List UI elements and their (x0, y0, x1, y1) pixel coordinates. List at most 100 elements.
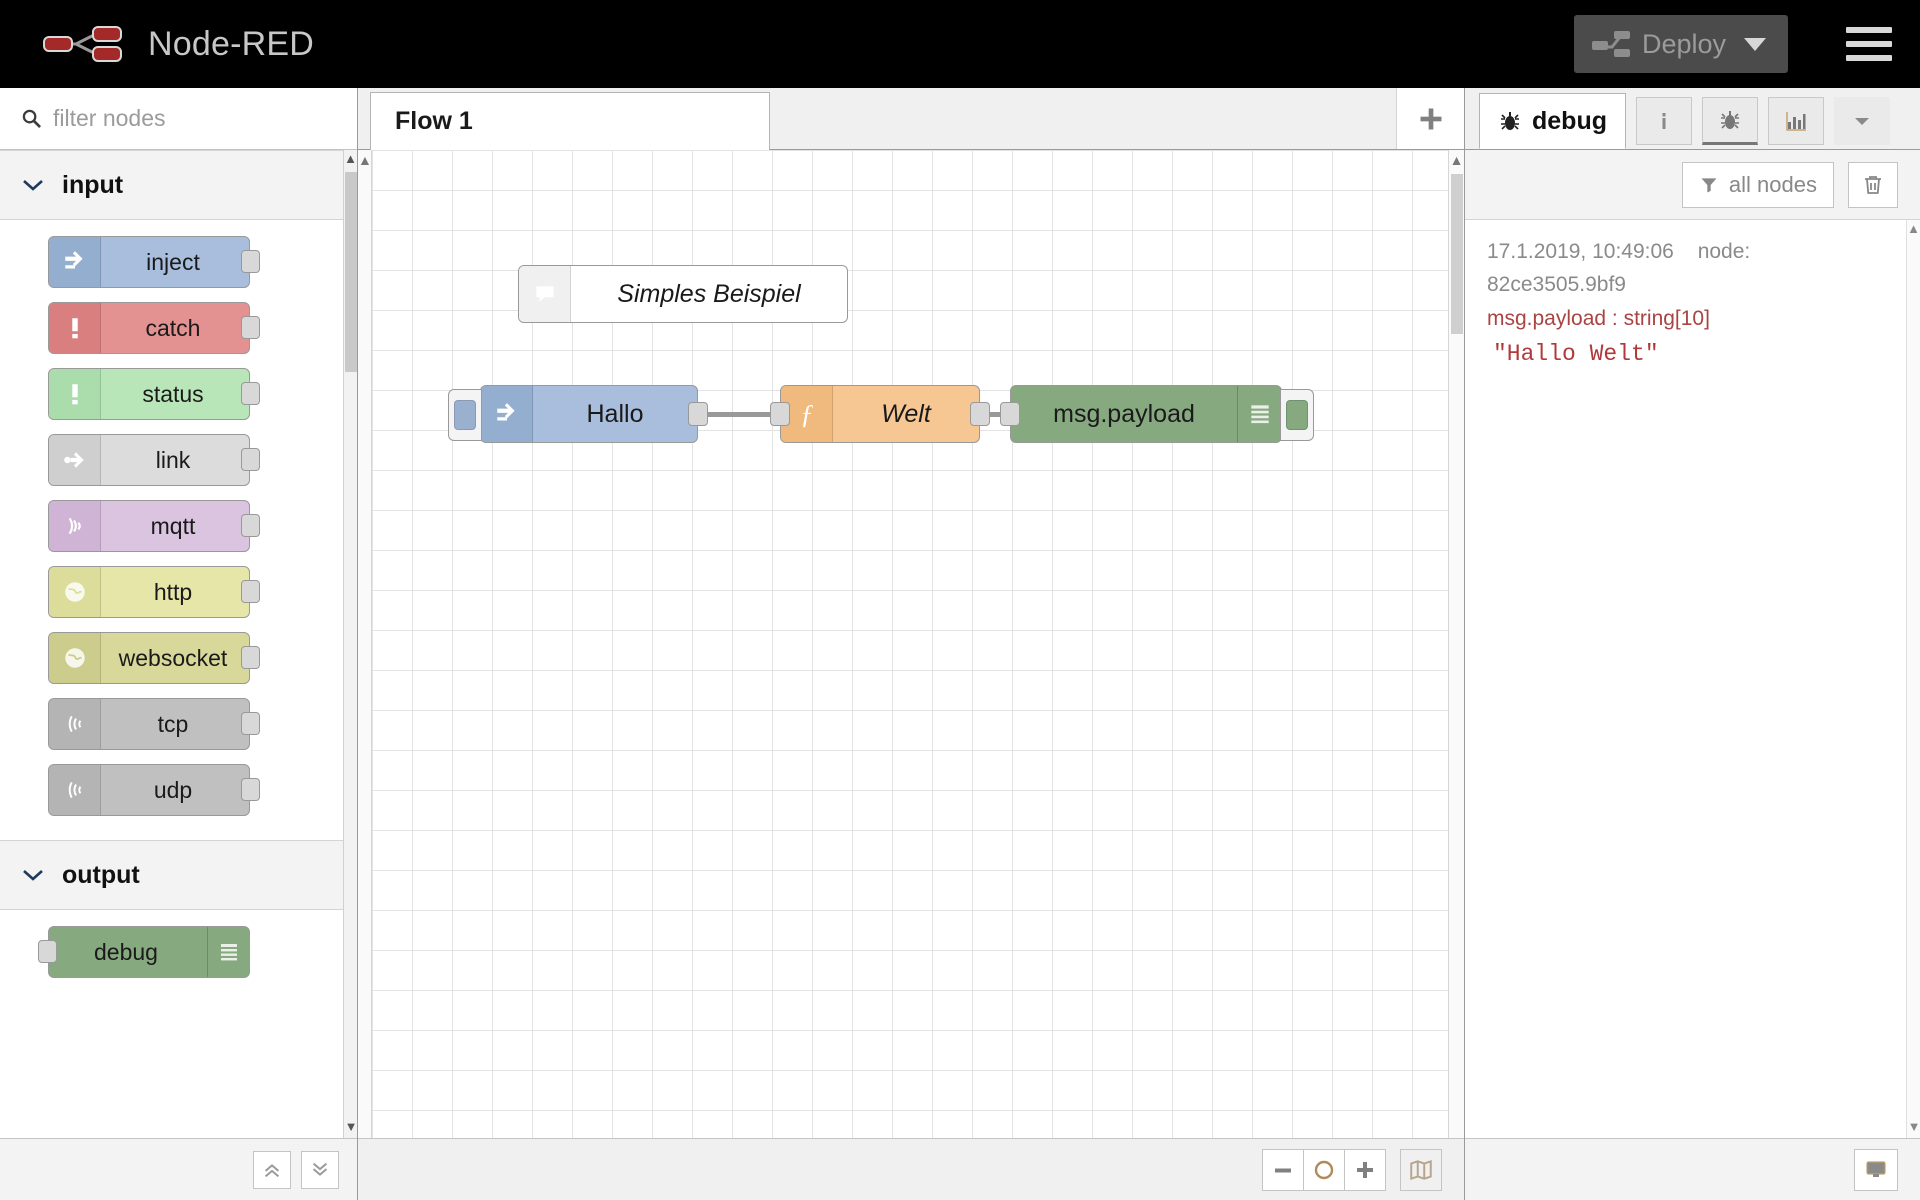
chart-tab-button[interactable] (1768, 97, 1824, 145)
svg-text:ƒ: ƒ (800, 399, 814, 429)
plus-icon (1357, 1161, 1373, 1178)
debug-toolbar: all nodes (1465, 150, 1920, 220)
flow-node-label: Simples Beispiel (617, 279, 801, 308)
wire[interactable] (698, 412, 782, 417)
palette-node-label: link (155, 446, 191, 473)
caret-down-icon (1855, 118, 1869, 125)
zoom-reset-button[interactable] (1303, 1148, 1345, 1191)
output-port[interactable] (241, 316, 260, 339)
palette-node-label: mqtt (150, 512, 196, 539)
palette-node-tcp[interactable]: tcp (48, 698, 260, 750)
scrollbar-thumb[interactable] (1451, 174, 1463, 334)
palette-node-catch[interactable]: catch (48, 302, 260, 354)
tab-flow-1[interactable]: Flow 1 (370, 92, 770, 151)
palette-scrollbar[interactable]: ▲ ▼ (343, 150, 357, 1138)
output-port[interactable] (241, 712, 260, 735)
output-port[interactable] (241, 646, 260, 669)
bug-icon (1501, 112, 1519, 130)
debug-message-meta: 17.1.2019, 10:49:06 node: 82ce3505.9bf9 (1487, 236, 1898, 301)
inject-trigger-button[interactable] (448, 389, 482, 441)
more-tabs-button[interactable] (1834, 97, 1890, 145)
chevron-up-icon[interactable]: ▲ (344, 151, 357, 166)
input-port[interactable] (1000, 402, 1020, 426)
palette-node-status[interactable]: status (48, 368, 260, 420)
palette-node-label: websocket (118, 644, 228, 671)
flow-node-comment[interactable]: Simples Beispiel (518, 265, 848, 323)
tab-debug[interactable]: debug (1479, 93, 1626, 149)
output-port[interactable] (241, 382, 260, 405)
info-tab-button[interactable] (1636, 97, 1692, 145)
scrollbar-thumb[interactable] (345, 172, 357, 372)
deploy-label: Deploy (1641, 28, 1726, 59)
link-arrow-icon (49, 435, 101, 485)
category-title: output (62, 860, 140, 889)
chevron-up-icon[interactable]: ▲ (1449, 152, 1464, 168)
chevron-up-icon[interactable]: ▲ (1907, 221, 1920, 236)
debug-timestamp: 17.1.2019, 10:49:06 (1487, 240, 1674, 263)
debug-enable-toggle[interactable] (1280, 389, 1314, 441)
double-chevron-down-icon (312, 1162, 328, 1176)
palette-node-label: udp (153, 776, 193, 803)
flow-canvas[interactable]: Simples Beispiel Hallo (372, 150, 1448, 1164)
palette-category-output[interactable]: output (0, 840, 343, 910)
palette-body: input inject catch (0, 150, 357, 1138)
output-port[interactable] (970, 402, 990, 426)
chevron-down-icon[interactable] (1744, 37, 1766, 51)
chevron-down-icon[interactable]: ▼ (1907, 1119, 1920, 1134)
palette-node-inject[interactable]: inject (48, 236, 260, 288)
search-input[interactable] (53, 105, 303, 132)
globe-icon (49, 633, 101, 683)
canvas-left-gutter: ▲ ▼ (358, 150, 372, 1164)
canvas-vertical-scrollbar[interactable]: ▲ ▼ (1448, 150, 1464, 1164)
output-port[interactable] (241, 778, 260, 801)
input-port[interactable] (770, 402, 790, 426)
flow-node-function-welt[interactable]: ƒ Welt (770, 385, 990, 443)
palette-node-debug[interactable]: debug (38, 926, 250, 978)
chevron-down-icon (23, 180, 43, 191)
exclamation-icon (49, 369, 101, 419)
zoom-in-button[interactable] (1344, 1148, 1386, 1191)
debug-message-list[interactable]: 17.1.2019, 10:49:06 node: 82ce3505.9bf9 … (1465, 220, 1920, 1138)
debug-tab-button[interactable] (1702, 97, 1758, 145)
palette-node-websocket[interactable]: websocket (48, 632, 260, 684)
bar-chart-icon (1786, 112, 1806, 131)
chevron-up-icon[interactable]: ▲ (358, 152, 372, 168)
output-port[interactable] (241, 514, 260, 537)
debug-node-id[interactable]: 82ce3505.9bf9 (1487, 272, 1626, 296)
flow-tabbar: Flow 1 (358, 88, 1464, 151)
palette-node-link[interactable]: link (48, 434, 260, 486)
chevron-down-icon[interactable]: ▼ (344, 1119, 357, 1134)
zoom-out-button[interactable] (1262, 1148, 1304, 1191)
collapse-all-button[interactable] (253, 1150, 291, 1189)
navigator-button[interactable] (1400, 1148, 1442, 1191)
debug-message[interactable]: 17.1.2019, 10:49:06 node: 82ce3505.9bf9 … (1465, 220, 1920, 367)
palette-category-input[interactable]: input (0, 150, 343, 220)
output-port[interactable] (241, 448, 260, 471)
deploy-button[interactable]: Deploy (1573, 15, 1788, 73)
input-port[interactable] (38, 940, 57, 963)
filter-label: all nodes (1728, 171, 1817, 197)
debug-scrollbar[interactable]: ▲ ▼ (1906, 220, 1920, 1138)
double-chevron-up-icon (264, 1163, 280, 1177)
filter-nodes-button[interactable]: all nodes (1681, 161, 1834, 208)
globe-icon (49, 567, 101, 617)
palette-node-label: catch (145, 314, 201, 341)
flow-node-debug-msgpayload[interactable]: msg.payload (1000, 385, 1314, 443)
palette-node-udp[interactable]: udp (48, 764, 260, 816)
output-port[interactable] (241, 250, 260, 273)
debug-property: msg.payload : string[10] (1487, 307, 1710, 331)
output-port[interactable] (241, 580, 260, 603)
hamburger-menu-icon[interactable] (1846, 27, 1892, 61)
monitor-button[interactable] (1854, 1148, 1898, 1191)
info-i-icon (1662, 113, 1666, 129)
palette-node-mqtt[interactable]: mqtt (48, 500, 260, 552)
signal-icon (49, 699, 101, 749)
output-port[interactable] (688, 402, 708, 426)
add-flow-button[interactable] (1396, 88, 1464, 149)
flow-node-inject-hallo[interactable]: Hallo (448, 385, 708, 443)
clear-debug-button[interactable] (1848, 161, 1898, 208)
expand-all-button[interactable] (301, 1150, 339, 1189)
palette-node-http[interactable]: http (48, 566, 260, 618)
palette-scroll-area: input inject catch (0, 150, 343, 1138)
comment-bubble-icon (519, 266, 571, 322)
